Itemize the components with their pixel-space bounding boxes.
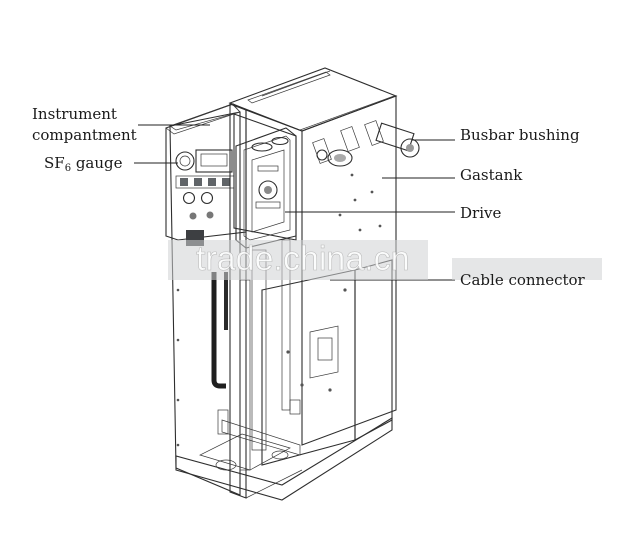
label-drive: Drive	[460, 204, 501, 222]
label-instrument-line1: Instrument	[32, 105, 117, 123]
label-cable-connector: Cable connector	[460, 271, 586, 289]
label-gastank: Gastank	[460, 166, 523, 184]
watermark-text: trade.china.cn	[196, 240, 410, 278]
watermark-band: trade.china.cn	[168, 240, 602, 280]
lower-frame	[175, 259, 393, 501]
label-instrument-line2: compantment	[32, 126, 137, 144]
sf6-gauge-dial	[175, 151, 195, 171]
busbar-bushings	[312, 120, 420, 167]
label-sf6-gauge: SF6 gauge	[44, 154, 123, 174]
label-busbar-bushing: Busbar bushing	[460, 126, 580, 144]
